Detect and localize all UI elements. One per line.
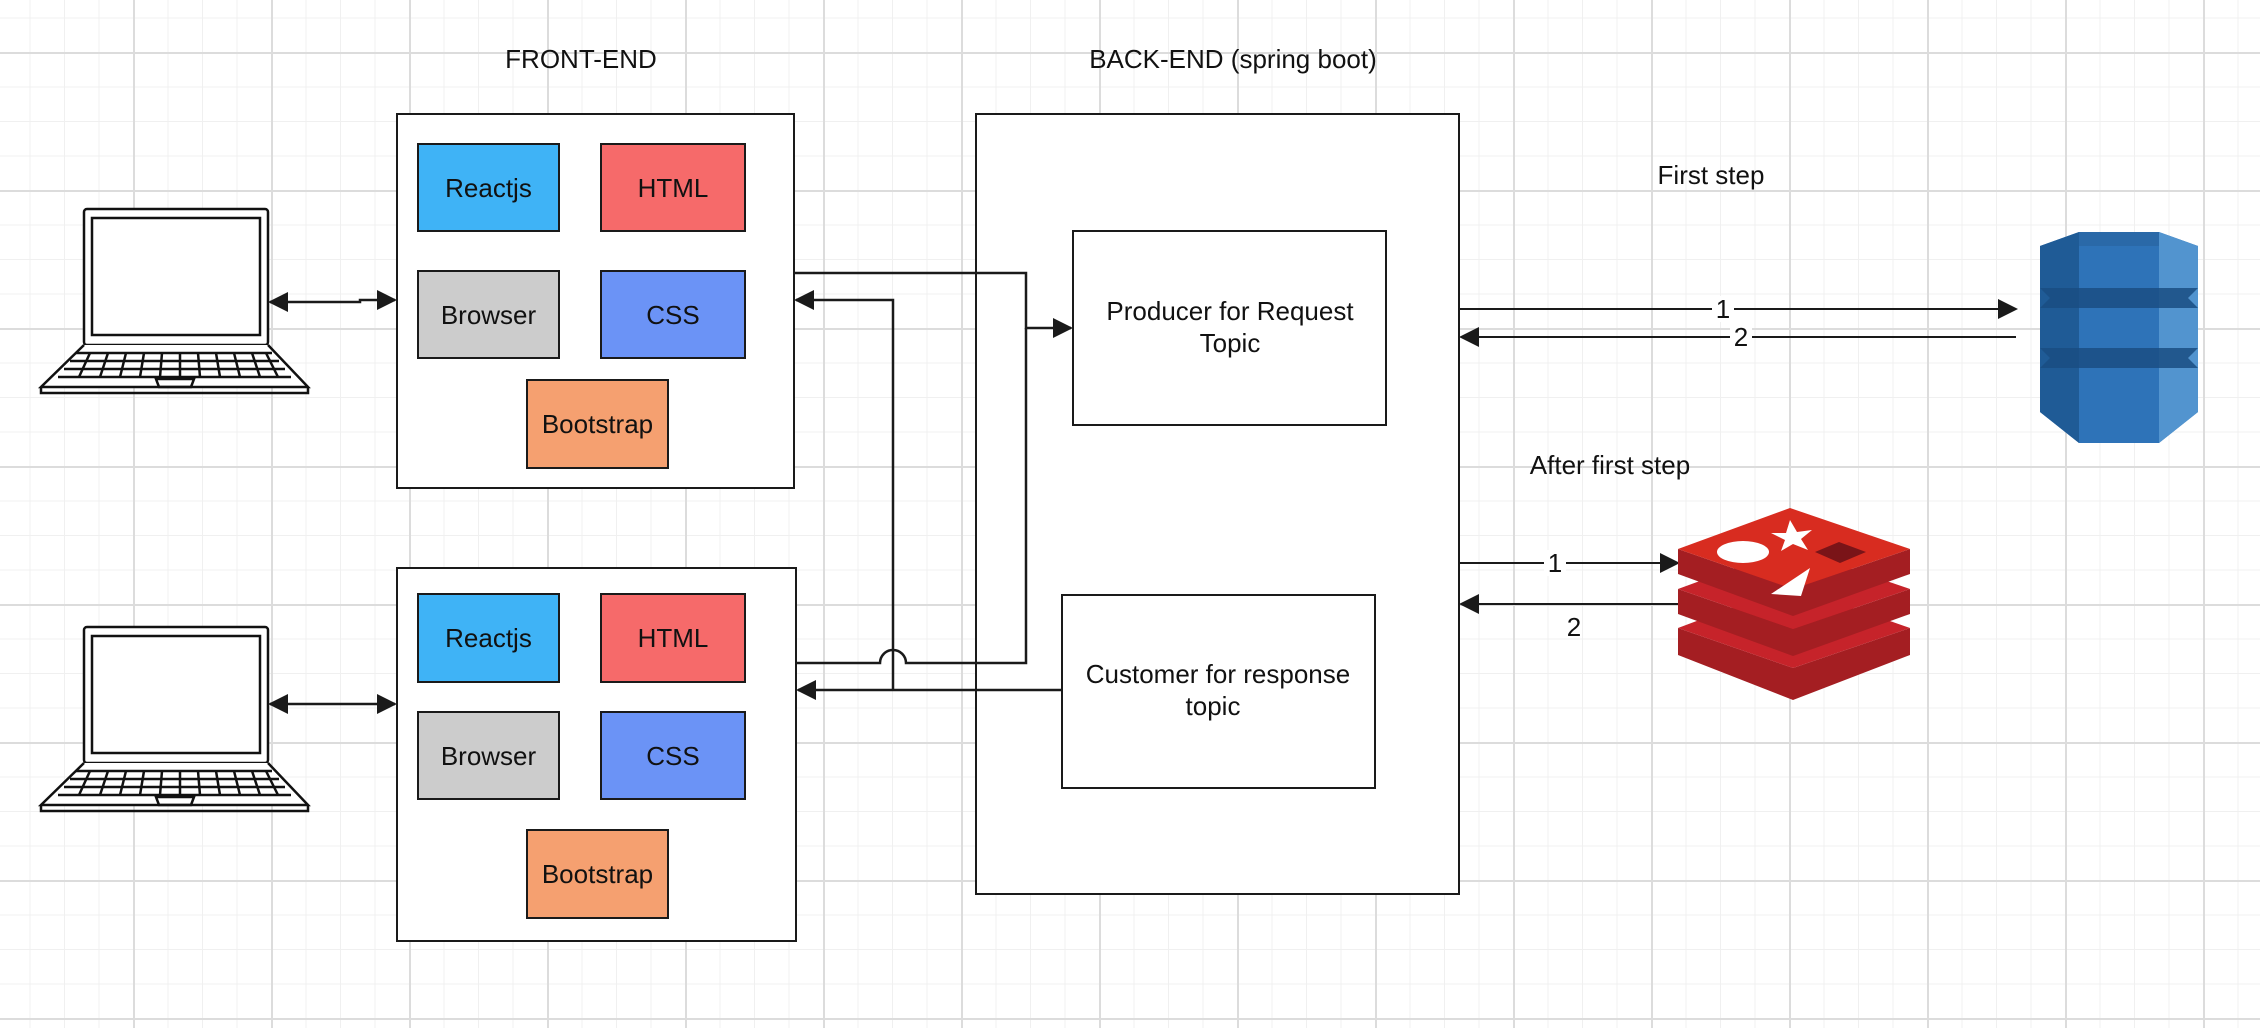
- browser-box: [417, 711, 560, 800]
- bootstrap-label: Bootstrap: [542, 409, 653, 439]
- css-box: [600, 711, 746, 800]
- redis-cache-icon: [1678, 508, 1910, 700]
- browser-box: [417, 270, 560, 359]
- frontend-header: FRONT-END: [505, 44, 657, 74]
- laptop-icon: [37, 207, 311, 395]
- laptop-icon: [37, 625, 311, 813]
- css-box: [600, 270, 746, 359]
- bootstrap-box: [526, 829, 669, 919]
- db-request-label: 1: [1716, 294, 1730, 324]
- css-label: CSS: [646, 300, 699, 330]
- consumer-box: [1061, 594, 1376, 789]
- frontend-container-bottom: Reactjs HTML Browser CSS Bootstrap: [396, 567, 797, 942]
- html-label: HTML: [638, 173, 709, 203]
- reactjs-label: Reactjs: [445, 173, 532, 203]
- css-label: CSS: [646, 741, 699, 771]
- cache-request-label: 1: [1548, 548, 1562, 578]
- producer-label-line2: Topic: [1200, 328, 1261, 358]
- html-box: [600, 593, 746, 683]
- consumer-label-line2: topic: [1186, 691, 1241, 721]
- dynamodb-database-icon: [2040, 232, 2198, 443]
- bootstrap-box: [526, 379, 669, 469]
- laptop-frontend-connector-top: [268, 290, 397, 312]
- bootstrap-label: Bootstrap: [542, 859, 653, 889]
- reactjs-label: Reactjs: [445, 623, 532, 653]
- consumer-label-line1: Customer for response: [1086, 659, 1350, 689]
- reactjs-box: [417, 143, 560, 232]
- request-connector-bottom: [796, 328, 1028, 665]
- html-box: [600, 143, 746, 232]
- request-connector-top: [794, 271, 1073, 338]
- cache-response-label: 2: [1567, 612, 1581, 642]
- producer-label-line1: Producer for Request: [1106, 296, 1354, 326]
- after-first-step-label: After first step: [1530, 450, 1690, 480]
- first-step-label: First step: [1658, 160, 1765, 190]
- frontend-container-top: Reactjs HTML Browser CSS Bootstrap: [396, 113, 795, 489]
- backend-container: Producer for Request Topic Customer for …: [975, 113, 1460, 895]
- backend-header: BACK-END (spring boot): [1089, 44, 1377, 74]
- response-connector-top: [794, 290, 895, 690]
- producer-box: [1072, 230, 1387, 426]
- db-response-label: 2: [1734, 322, 1748, 352]
- html-label: HTML: [638, 623, 709, 653]
- reactjs-box: [417, 593, 560, 683]
- browser-label: Browser: [441, 741, 537, 771]
- browser-label: Browser: [441, 300, 537, 330]
